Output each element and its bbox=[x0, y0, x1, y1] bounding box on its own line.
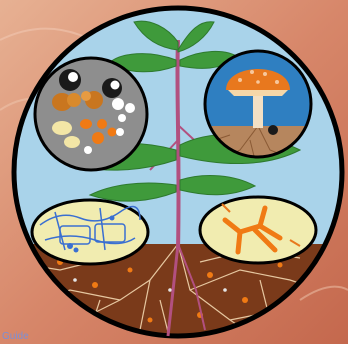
spore-cluster-icon bbox=[35, 58, 147, 170]
endomycorrhiza-icon bbox=[200, 197, 316, 263]
ectomycorrhiza-icon bbox=[32, 200, 148, 264]
corner-label: Guide bbox=[2, 331, 29, 343]
